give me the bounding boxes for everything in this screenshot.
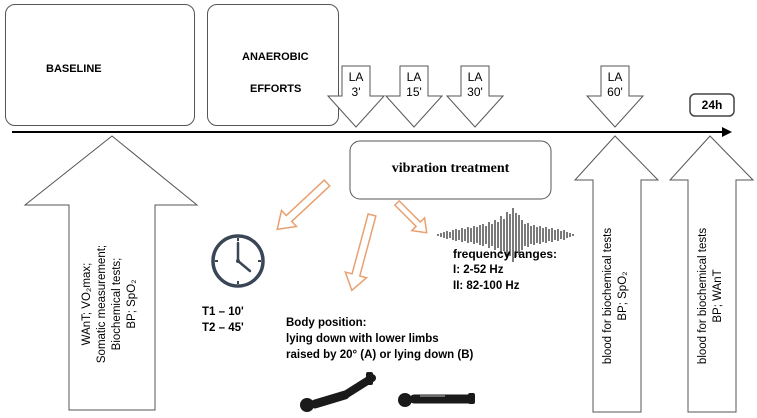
t2-label: T2 – 45' bbox=[202, 322, 244, 334]
label-24h: 24h bbox=[701, 98, 723, 112]
baseline-box: BASELINE bbox=[5, 4, 195, 126]
la-time: 3' bbox=[351, 85, 361, 99]
la-text: LA bbox=[467, 70, 483, 84]
frequency-range-1: I: 2-52 Hz bbox=[453, 264, 504, 276]
person-legs-raised-icon bbox=[300, 372, 376, 412]
blood1-line1: blood for biochemical tests bbox=[602, 227, 614, 365]
baseline-label: BASELINE bbox=[46, 63, 102, 75]
baseline-line3: Biochemical tests; bbox=[111, 257, 123, 351]
orange-arrow-to-body bbox=[344, 213, 377, 292]
box-24h bbox=[689, 93, 735, 117]
la-label-15: LA 15' bbox=[400, 70, 428, 100]
baseline-line4: BP; SpO₂ bbox=[126, 279, 138, 329]
timing-block: T1 – 10' T2 – 45' bbox=[202, 304, 244, 336]
la-time: 30' bbox=[467, 85, 483, 99]
blood-up-arrow-2 bbox=[668, 135, 755, 413]
blood2-line2: BP; WAnT bbox=[712, 269, 724, 323]
la-arrow-60 bbox=[585, 65, 645, 128]
blood-up-arrow-1 bbox=[573, 135, 660, 413]
la-time: 15' bbox=[406, 85, 422, 99]
la-text: LA bbox=[607, 70, 623, 84]
la-label-60: LA 60' bbox=[601, 70, 629, 100]
vibration-label: vibration treatment bbox=[391, 161, 510, 176]
la-arrow-30 bbox=[445, 65, 505, 128]
frequency-block: frequency ranges: I: 2-52 Hz II: 82-100 … bbox=[453, 246, 557, 294]
vibration-box bbox=[349, 140, 552, 200]
anaerobic-label-line1: ANAEROBIC bbox=[242, 51, 309, 63]
anaerobic-label-line2: EFFORTS bbox=[250, 83, 302, 95]
la-text: LA bbox=[348, 70, 364, 84]
anaerobic-efforts-box: ANAEROBIC EFFORTS bbox=[207, 4, 339, 126]
timeline-arrowhead bbox=[722, 127, 732, 137]
clock-icon bbox=[211, 234, 265, 288]
la-arrow-15 bbox=[384, 65, 444, 128]
baseline-up-arrow bbox=[23, 135, 199, 411]
blood1-line2: BP; SpO₂ bbox=[617, 271, 629, 321]
la-label-30: LA 30' bbox=[461, 70, 489, 100]
person-lying-icon bbox=[398, 393, 475, 407]
orange-arrow-to-clock bbox=[276, 179, 331, 231]
baseline-arrow-text: WAnT; VO₂max; Somatic measurement; Bioch… bbox=[80, 219, 144, 389]
la-label-3: LA 3' bbox=[342, 70, 370, 100]
body-position-block: Body position: lying down with lower lim… bbox=[286, 315, 473, 363]
body-position-title: Body position: bbox=[286, 317, 367, 329]
frequency-range-2: II: 82-100 Hz bbox=[453, 280, 520, 292]
body-position-line2: lying down with lower limbs bbox=[286, 333, 439, 345]
body-position-line3: raised by 20° (A) or lying down (B) bbox=[286, 349, 474, 361]
blood-arrow-2-text: blood for biochemical tests BP; WAnT bbox=[696, 216, 728, 376]
frequency-title: frequency ranges: bbox=[453, 247, 558, 261]
waveform-icon bbox=[437, 208, 574, 262]
la-text: LA bbox=[406, 70, 422, 84]
blood-arrow-1-text: blood for biochemical tests BP; SpO₂ bbox=[601, 216, 633, 376]
la-time: 60' bbox=[607, 85, 623, 99]
baseline-line2: Somatic measurement; bbox=[96, 244, 108, 364]
orange-arrow-to-frequency bbox=[393, 199, 428, 234]
baseline-line1: WAnT; VO₂max; bbox=[81, 262, 93, 346]
blood2-line1: blood for biochemical tests bbox=[697, 227, 709, 365]
la-arrow-3 bbox=[326, 65, 386, 128]
t1-label: T1 – 10' bbox=[202, 306, 244, 318]
